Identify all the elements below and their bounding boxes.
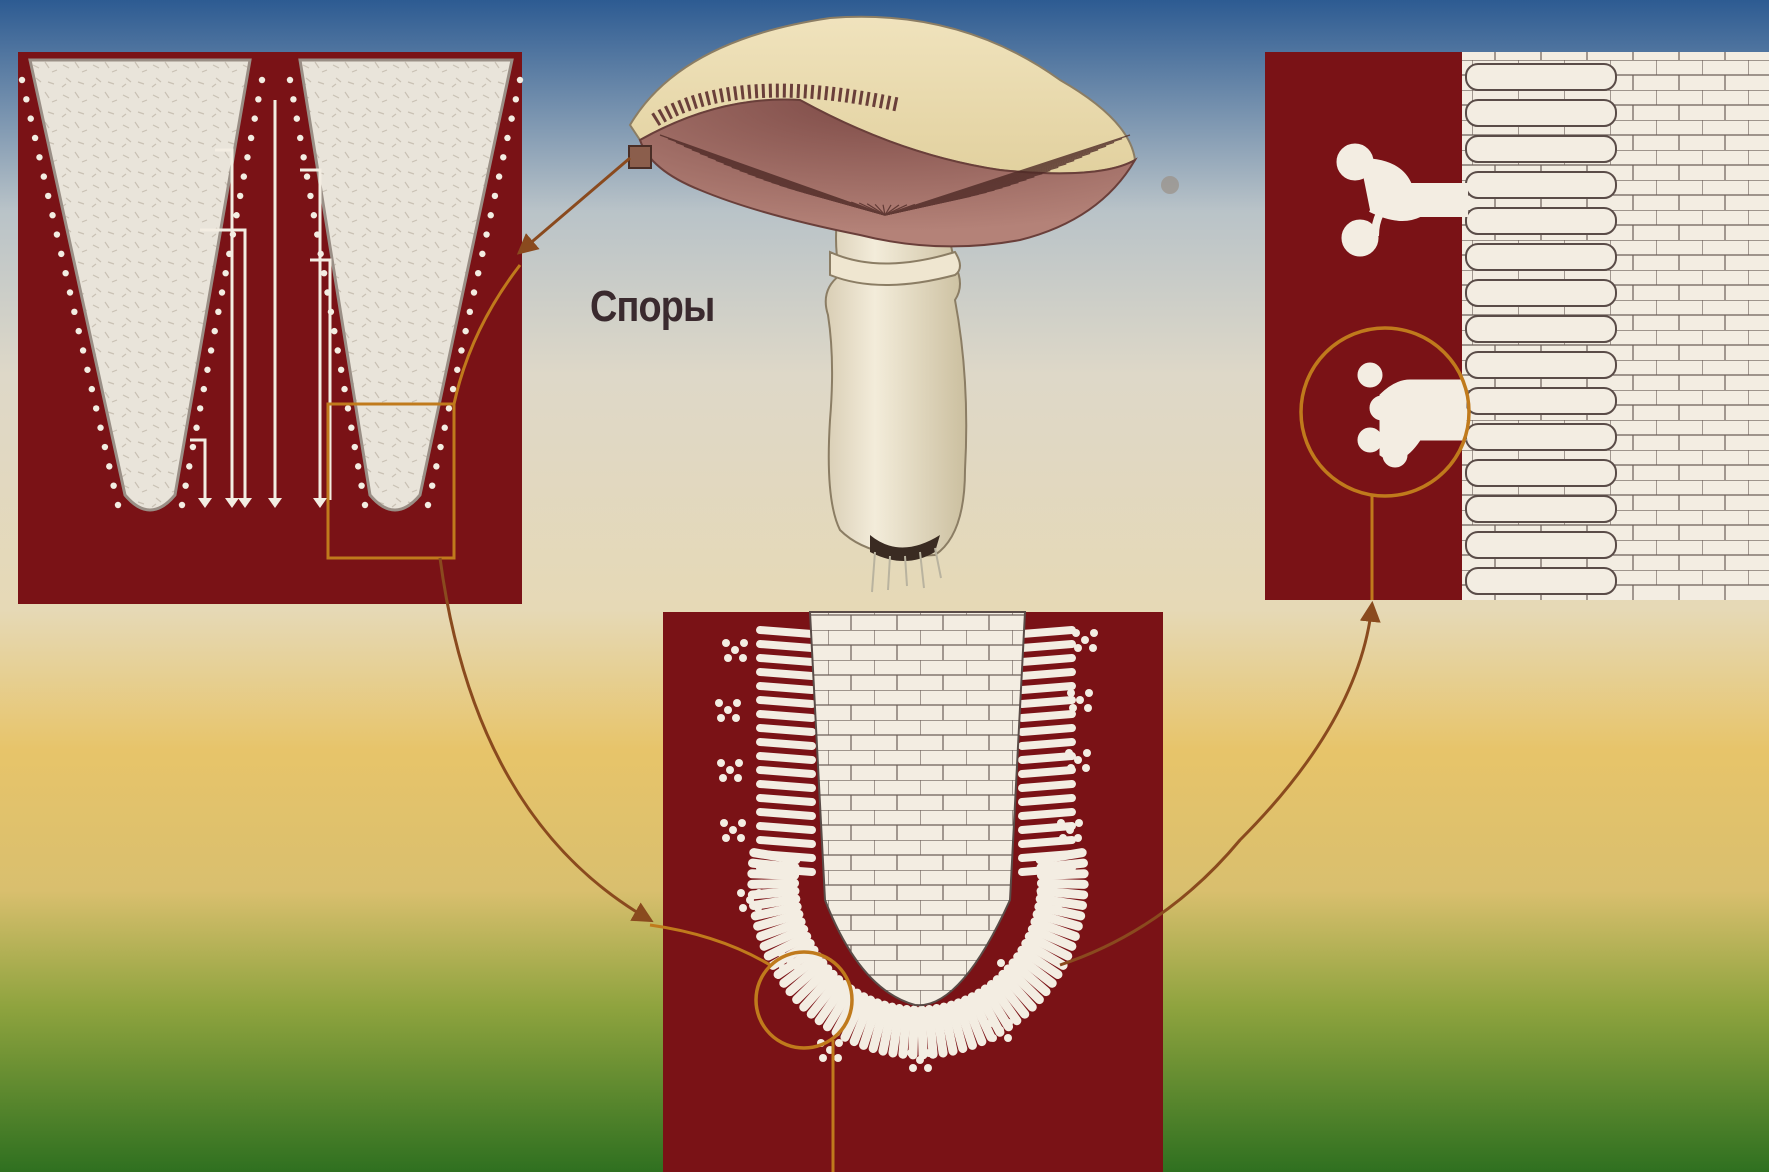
- hymenium-panel: [663, 612, 1163, 1172]
- spores-label: Споры: [590, 282, 714, 332]
- gill-section-panel: [18, 52, 523, 604]
- basidium-panel: [1265, 52, 1769, 600]
